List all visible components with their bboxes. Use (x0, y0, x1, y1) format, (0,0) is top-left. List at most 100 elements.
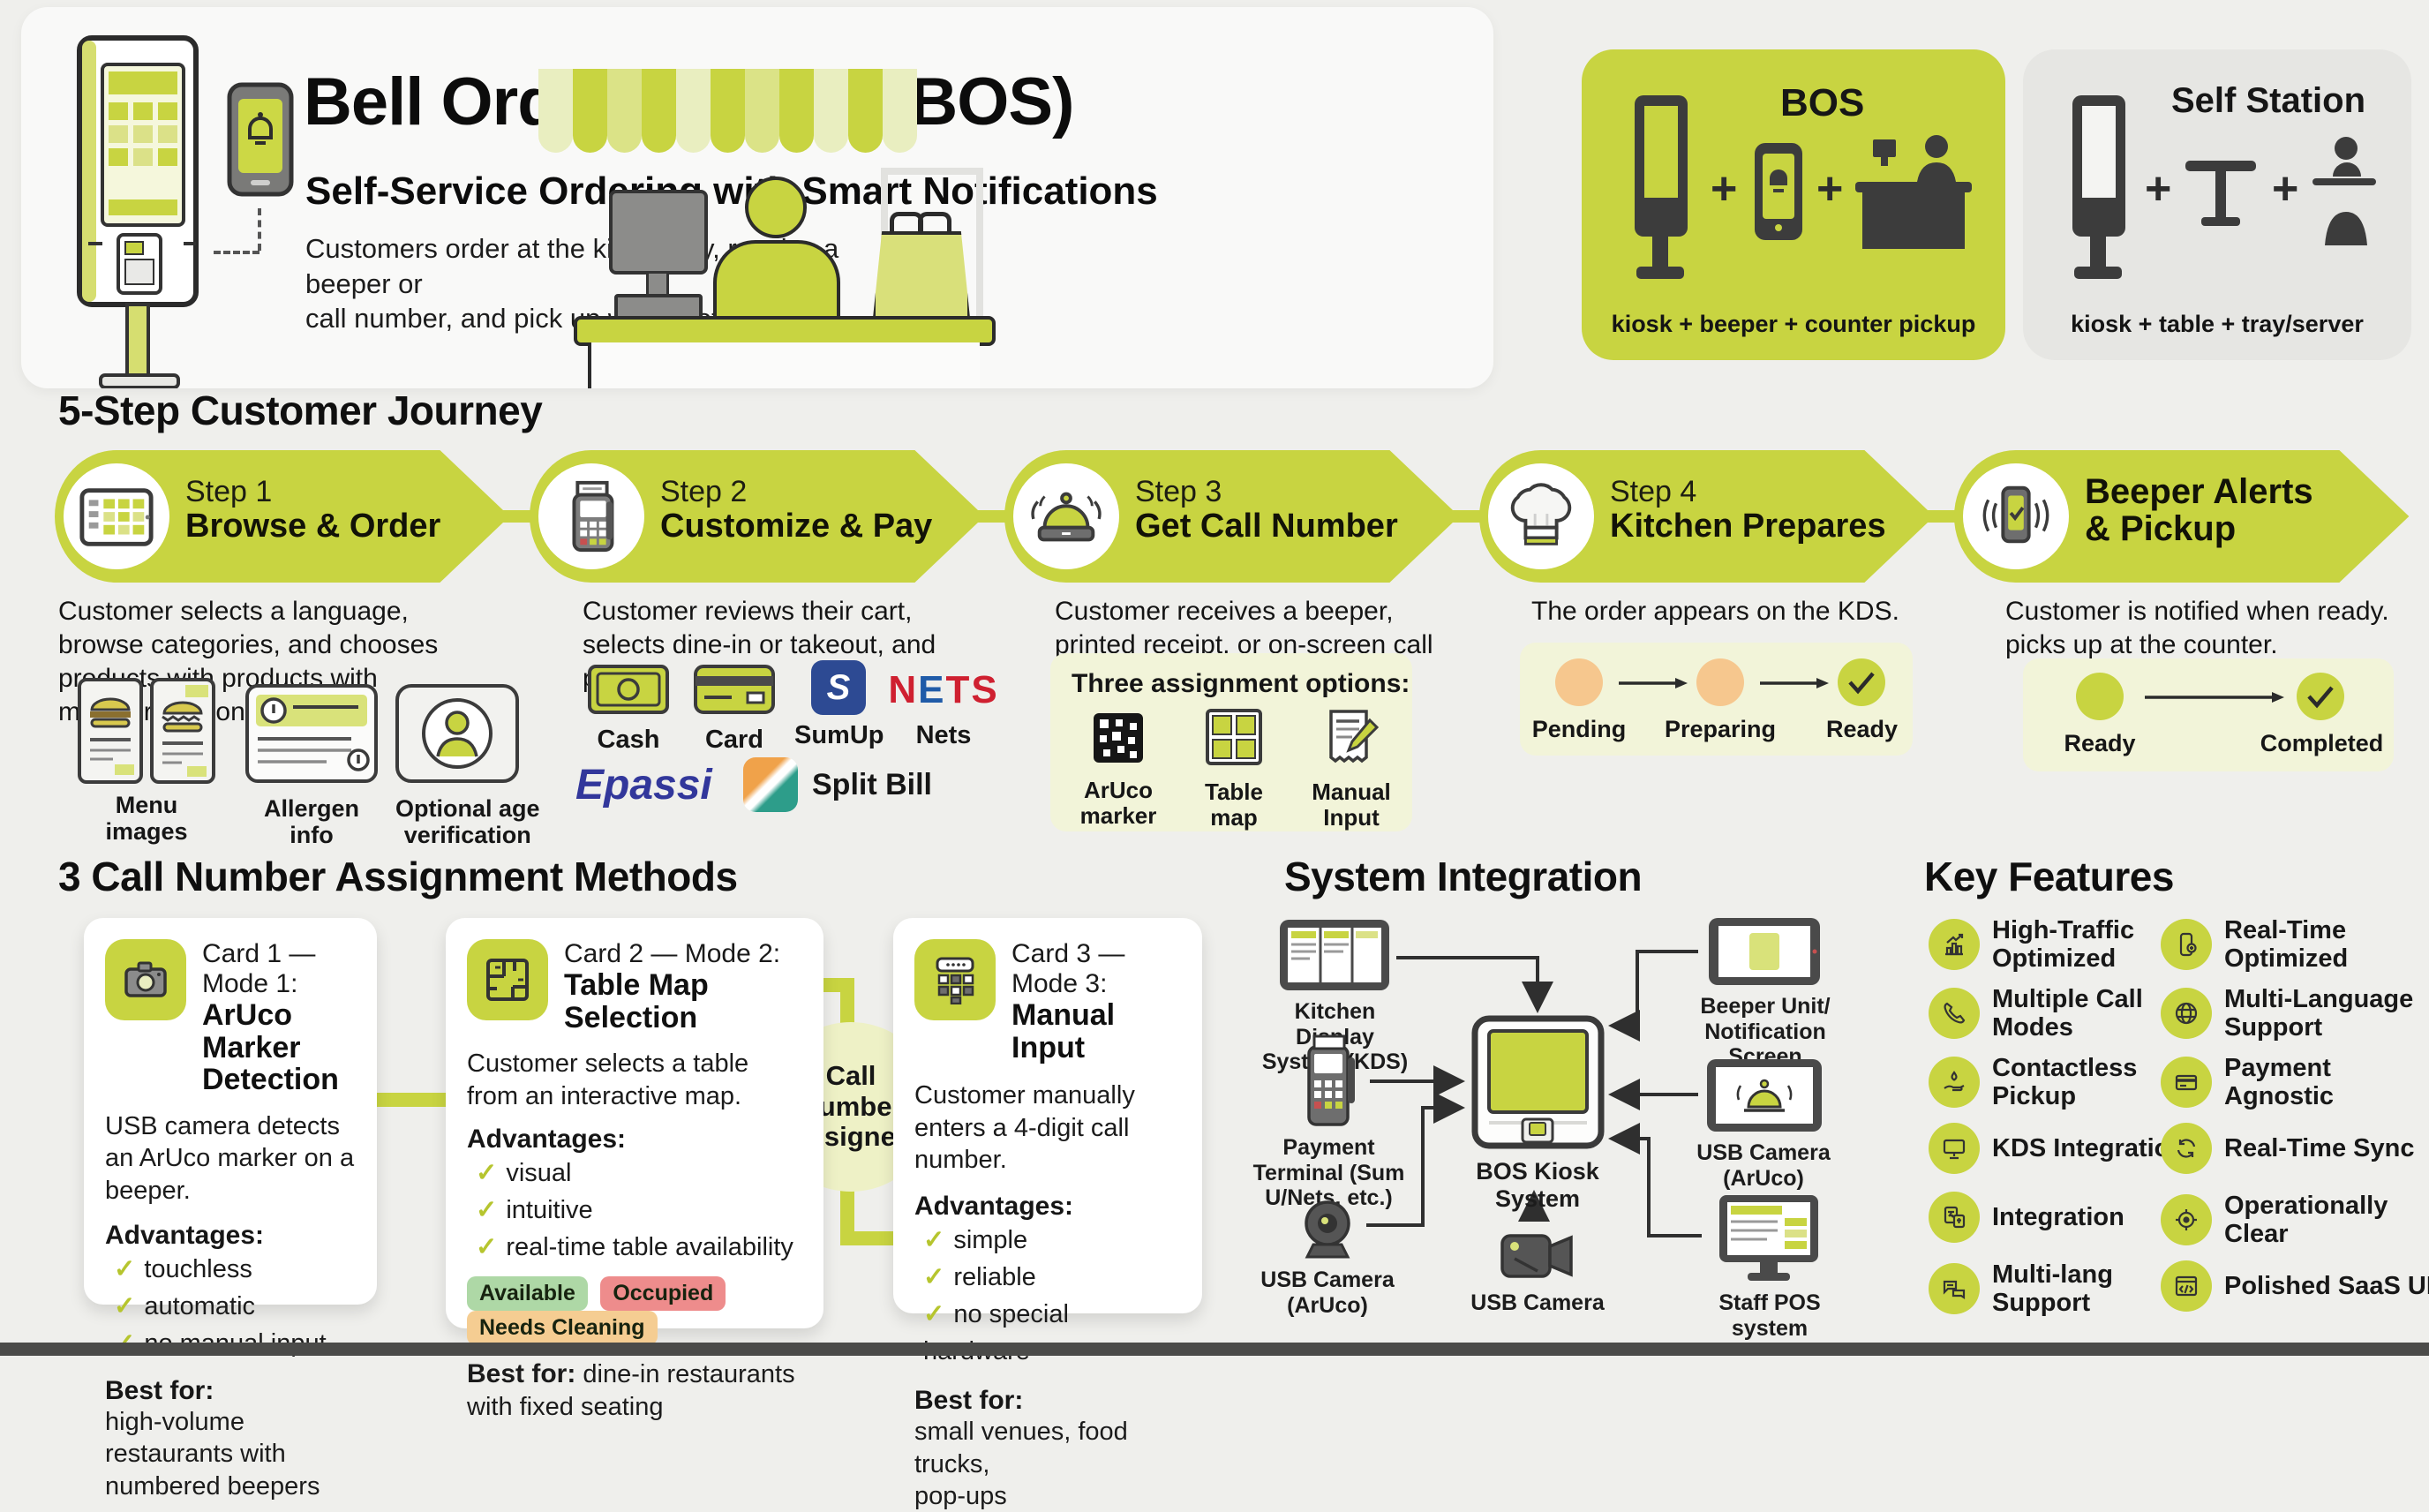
aruco-marker-icon (1094, 713, 1143, 763)
page-subtitle: Self-Service Ordering with Smart Notific… (305, 169, 1158, 213)
allergen-info-label: Allergen info (263, 795, 360, 848)
beeper-phone-icon (226, 81, 295, 207)
arrow-icon (1619, 678, 1688, 688)
video-camera-icon (1500, 1234, 1573, 1278)
self-card-title: Self Station (2171, 81, 2366, 120)
allergen-info-widget: Allergen info (245, 684, 378, 848)
allergen-card-icon (245, 684, 378, 783)
node-usb-camera-right-label: USB Camera (ArUco) (1696, 1140, 1831, 1191)
node-kiosk-label: BOS Kiosk System (1476, 1158, 1599, 1212)
manual-input-option: Manual Input (1303, 708, 1400, 830)
status-label: Preparing (1664, 716, 1777, 742)
nets-logo: NETS (888, 668, 999, 711)
payment-epassi: Epassi (575, 761, 712, 809)
feature-item: Multi-Language Support (2161, 985, 2413, 1042)
step-chevron (55, 450, 510, 583)
beeper-check-icon (1982, 485, 2049, 544)
feature-item: Polished SaaS UI (2161, 1260, 2429, 1312)
check-icon: ✓ (476, 1195, 498, 1224)
menu-card-icon (150, 678, 215, 784)
step-title: Customize & Pay (660, 508, 933, 545)
node-staff-pos (1716, 1193, 1822, 1290)
bos-combo-card: BOS + + kiosk + beeper + counter pickup (1582, 49, 2005, 360)
awning-icon (538, 69, 917, 153)
best-for-text: small venues, food trucks, pop-ups (914, 1418, 1128, 1510)
plus-separator: + (1711, 163, 1738, 214)
phone-call-icon (1929, 988, 1980, 1040)
assignment-options-panel: Three assignment options: ArUco marker T… (1050, 653, 1412, 831)
step2-circle (538, 463, 644, 569)
phone-tap-icon (2161, 919, 2212, 971)
best-for-label: Best for: (914, 1386, 1024, 1416)
pickup-status-panel: Ready Completed (2023, 658, 2394, 771)
features-heading: Key Features (1924, 854, 2174, 899)
step-chevron (1479, 450, 1935, 583)
manual-input-icon (1329, 710, 1380, 764)
age-verification-widget: Optional age verification (395, 684, 540, 848)
step-chevron (1954, 450, 2410, 583)
method-connector-bar (369, 1093, 453, 1107)
check-icon: ✓ (476, 1233, 498, 1262)
feature-item: KDS Integration (1929, 1123, 2195, 1174)
chat-bubbles-icon (1929, 1263, 1980, 1315)
advantage-item: ✓automatic (114, 1291, 256, 1320)
status-label: Ready (1825, 716, 1899, 742)
counter-pickup-icon (1855, 135, 1972, 249)
self-card-caption: kiosk + table + tray/server (2071, 311, 2364, 337)
storefront-illustration (530, 53, 996, 388)
code-window-icon (2161, 1260, 2212, 1312)
keypad-app-icon (914, 939, 996, 1020)
bos-kiosk-icon (1471, 1015, 1605, 1149)
assignment-options-heading: Three assignment options: (1072, 669, 1410, 698)
plus-separator: + (2272, 163, 2299, 214)
beeper-screen-icon (1709, 918, 1820, 985)
splitbill-label: Split Bill (812, 767, 932, 801)
advantage-item: ✓simple (923, 1226, 1028, 1255)
cashier-head-icon (745, 177, 807, 238)
feature-item: High-Traffic Optimized (1929, 916, 2134, 974)
takeout-bag-icon (918, 212, 951, 241)
step-title: Kitchen Prepares (1610, 508, 1886, 545)
counter-front (588, 342, 980, 388)
payment-sumup: S SumUp (794, 660, 884, 750)
self-station-card: Self Station + + kiosk + table + tray/se… (2023, 49, 2411, 360)
sumup-logo: S (811, 660, 866, 715)
node-kiosk (1470, 1015, 1606, 1154)
status-pending-circle (1555, 658, 1603, 706)
card-label: Card (704, 726, 764, 754)
method-card-1: Card 1 — Mode 1: ArUco Marker Detection … (84, 918, 377, 1501)
method-kicker: Card 1 — Mode 1: (202, 939, 316, 998)
kds-status-panel: Pending Preparing Ready (1520, 643, 1913, 756)
nets-label: Nets (915, 721, 972, 749)
table-map-option: Table map (1181, 708, 1287, 830)
aruco-option: ArUco marker (1070, 711, 1167, 828)
feature-item: Multiple Call Modes (1929, 985, 2143, 1042)
credit-card-icon (2161, 1057, 2212, 1109)
method-kicker: Card 2 — Mode 2: (564, 939, 781, 968)
check-icon (2307, 686, 2334, 709)
feature-item: Integration (1929, 1192, 2195, 1243)
advantages-label: Advantages: (914, 1192, 1074, 1222)
camera-app-icon (105, 939, 186, 1020)
payment-terminal-icon (572, 480, 614, 553)
advantage-item: ✓reliable (923, 1263, 1036, 1292)
step-description: The order appears on the KDS. (1531, 597, 1899, 626)
bos-card-title: BOS (1780, 81, 1865, 124)
bos-card-caption: kiosk + beeper + counter pickup (1611, 311, 1976, 337)
status-label: Ready (2064, 730, 2136, 756)
menu-images-label: Menu images (105, 792, 188, 845)
plus-separator: + (1816, 163, 1844, 214)
status-ready-circle (2076, 673, 2124, 720)
step3-circle (1013, 463, 1119, 569)
method-description: USB camera detects an ArUco marker on a … (105, 1112, 355, 1205)
cash-icon (588, 665, 669, 714)
node-usb-camera-bottom-label: USB Camera (1470, 1290, 1605, 1315)
advantages-label: Advantages: (467, 1124, 627, 1154)
best-for-label: Best for: (105, 1376, 214, 1406)
kiosk-illustration (62, 34, 229, 393)
menu-card-icon (78, 678, 143, 784)
pill-available: Available (467, 1276, 588, 1312)
node-kds (1278, 918, 1391, 998)
node-usb-camera-bottom (1500, 1229, 1575, 1288)
kiosk-icon (1635, 95, 1688, 279)
